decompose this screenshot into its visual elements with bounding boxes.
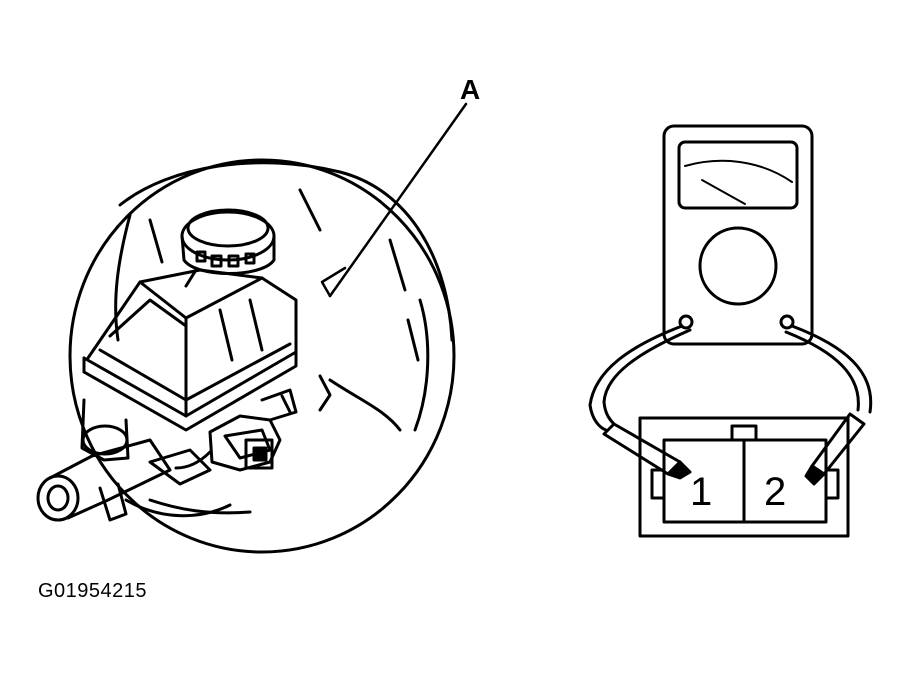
test-leads (588, 324, 873, 486)
fluid-reservoir (82, 208, 298, 432)
harness-connector (638, 416, 850, 538)
terminal-1-label: 1 (690, 470, 712, 514)
callout-label-a: A (460, 74, 481, 105)
figure-id: G01954215 (38, 580, 148, 602)
callout-leader (320, 102, 468, 298)
fluid-level-switch (174, 374, 332, 472)
master-cylinder (36, 398, 232, 522)
terminal-2-label: 2 (764, 470, 786, 514)
multimeter (662, 124, 814, 346)
brake-booster (68, 158, 456, 554)
